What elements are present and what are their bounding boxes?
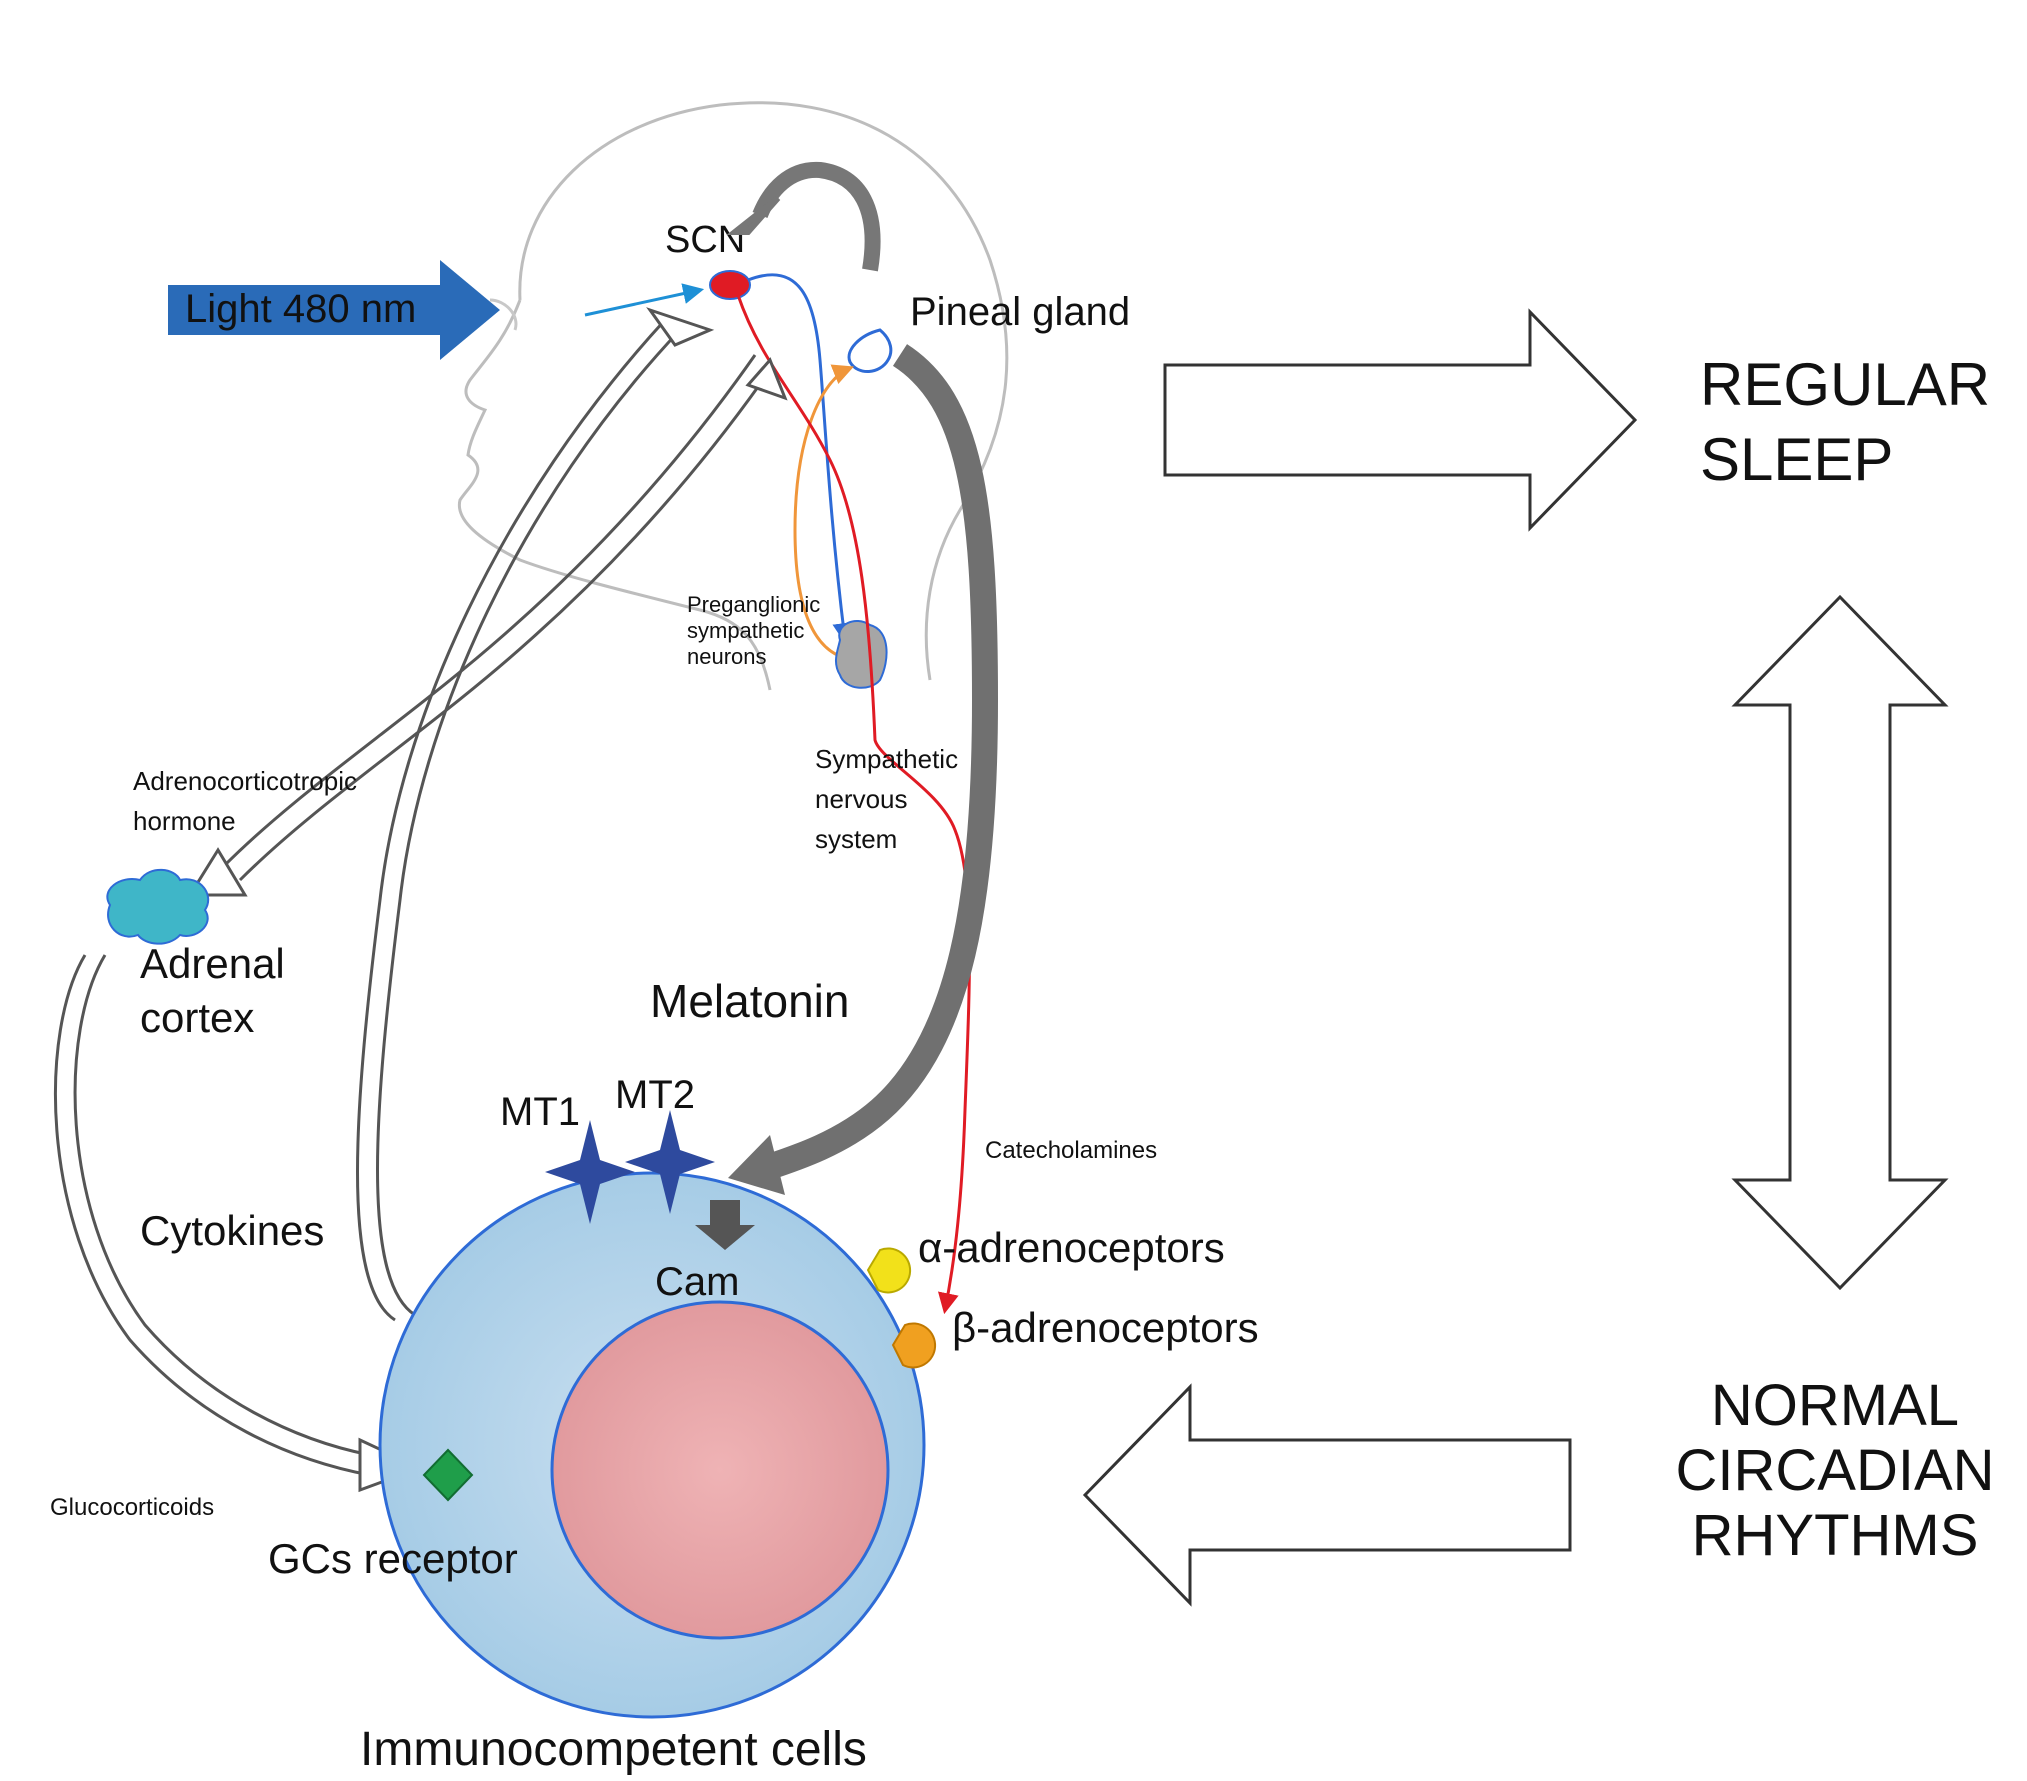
- gcs-receptor: [422, 1448, 474, 1502]
- mt2-receptor: [625, 1110, 715, 1214]
- beta-label: β-adrenoceptors: [952, 1304, 1259, 1351]
- immuno-label: Immunocompetent cells: [360, 1723, 867, 1776]
- glucocorticoids-arrow-inner: [73, 954, 371, 1457]
- adrenal-label-1: Adrenal: [140, 940, 285, 987]
- mt1-label: MT1: [500, 1090, 580, 1134]
- normal-label-3: RHYTHMS: [1692, 1503, 1979, 1568]
- cytokines-arrowhead: [646, 307, 715, 347]
- acth-label-1: Adrenocorticotropic: [133, 766, 357, 796]
- alpha-receptor: [866, 1247, 912, 1294]
- sympathetic-label-2: nervous: [815, 784, 908, 814]
- cytokines-arrow-outer: [376, 328, 682, 1317]
- light-label: Light 480 nm: [185, 287, 416, 331]
- acth-arrow-outer: [238, 369, 772, 882]
- preganglionic-to-pineal-line: [793, 364, 861, 662]
- normal-label-2: CIRCADIAN: [1675, 1438, 1994, 1503]
- preganglionic-label-1: Preganglionic: [687, 592, 820, 617]
- gcs-receptor-label: GCs receptor: [268, 1535, 518, 1582]
- preganglionic-node: [834, 620, 888, 689]
- catecholamines-label: Catecholamines: [985, 1137, 1157, 1164]
- cam-arrow: [695, 1200, 755, 1250]
- adrenal-label-2: cortex: [140, 994, 254, 1041]
- melatonin-arrowhead: [728, 1135, 785, 1195]
- to-regular-sleep-arrow: [1163, 308, 1638, 532]
- bidirectional-arrow: [1731, 594, 1949, 1291]
- scn-to-preganglionic-line: [747, 273, 854, 645]
- pineal-to-scn-arrowhead: [726, 195, 781, 235]
- scn-node: [709, 270, 751, 300]
- cam-label: Cam: [655, 1260, 739, 1304]
- regular-label-1: REGULAR: [1700, 351, 1990, 418]
- preganglionic-label-3: neurons: [687, 644, 767, 669]
- glucocorticoids-label: Glucocorticoids: [50, 1494, 214, 1521]
- light-arrow: Light 480 nm: [168, 260, 500, 360]
- to-immune-cell-arrow: [1082, 1383, 1572, 1607]
- pineal-gland-node: [847, 328, 893, 373]
- scn-label: SCN: [665, 219, 745, 261]
- preganglionic-label-2: sympathetic: [687, 618, 804, 643]
- pineal-label: Pineal gland: [910, 290, 1130, 334]
- pineal-to-scn-arrow: [752, 161, 881, 272]
- acth-arrowhead: [187, 847, 248, 897]
- cytokines-arrow-inner: [356, 318, 667, 1322]
- acth-label-2: hormone: [133, 806, 236, 836]
- cell-nucleus: [550, 1300, 890, 1640]
- acth-arrow-inner: [223, 354, 757, 867]
- cytokines-label: Cytokines: [140, 1207, 324, 1254]
- regular-label-2: SLEEP: [1700, 426, 1893, 493]
- mt1-receptor: [545, 1120, 635, 1224]
- alpha-label: α-adrenoceptors: [918, 1224, 1225, 1271]
- head-sketch: [457, 101, 1009, 691]
- acth-arrowtail: [745, 357, 788, 401]
- glucocorticoids-arrow-outer: [53, 954, 371, 1477]
- beta-receptor: [891, 1322, 937, 1369]
- sympathetic-line: [736, 294, 971, 1315]
- normal-label-1: NORMAL: [1711, 1373, 1959, 1438]
- sympathetic-label-1: Sympathetic: [815, 744, 958, 774]
- adrenal-node: [106, 868, 210, 945]
- sympathetic-label-3: system: [815, 824, 897, 854]
- mt2-label: MT2: [615, 1073, 695, 1117]
- light-to-scn-line: [584, 283, 705, 317]
- melatonin-label: Melatonin: [650, 975, 849, 1027]
- melatonin-arrow: [755, 344, 999, 1183]
